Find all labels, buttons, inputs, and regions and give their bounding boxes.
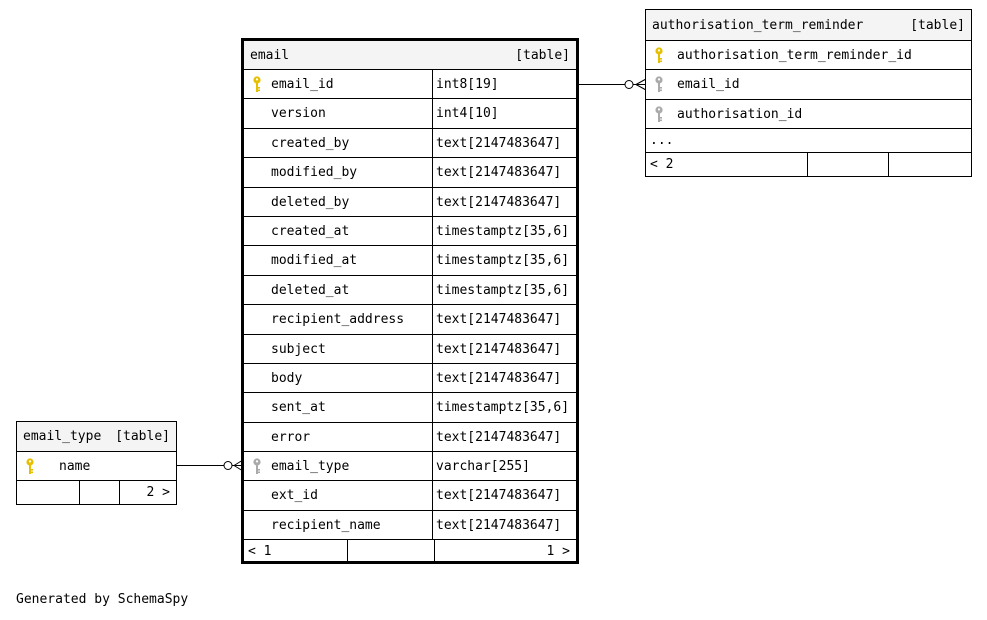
column-type: timestamptz[35,6] — [432, 393, 569, 422]
column-name: deleted_at — [271, 282, 350, 298]
column-name: modified_by — [271, 165, 358, 181]
column-type: int8[19] — [432, 70, 499, 99]
table-row[interactable]: error text[2147483647] — [244, 422, 576, 453]
table-row[interactable]: ext_id text[2147483647] — [244, 481, 576, 511]
column-name: name — [59, 459, 91, 474]
column-type: timestamptz[35,6] — [432, 216, 569, 246]
table-name: email_type — [23, 429, 102, 444]
column-name: error — [271, 429, 311, 445]
footer-cell — [434, 540, 435, 564]
table-row[interactable]: subject text[2147483647] — [244, 334, 576, 364]
more-columns-row: ... — [646, 129, 971, 154]
foreign-key-icon — [655, 76, 663, 93]
primary-key-icon — [253, 76, 261, 92]
column-type: text[2147483647] — [432, 510, 561, 540]
foreign-key-icon — [655, 106, 663, 122]
footer-cell — [807, 153, 808, 177]
footer-cell — [347, 540, 348, 564]
column-type: timestamptz[35,6] — [432, 275, 569, 305]
column-type: int4[10] — [432, 99, 499, 128]
footer-cell — [119, 481, 120, 504]
table-row[interactable]: body text[2147483647] — [244, 363, 576, 394]
table-email-type[interactable]: email_type [table] name 2 > — [16, 421, 177, 505]
primary-key-icon — [26, 458, 34, 474]
table-authorisation-term-reminder[interactable]: authorisation_term_reminder [table] auth… — [645, 9, 972, 177]
primary-key-icon — [655, 47, 663, 63]
column-name: sent_at — [271, 400, 326, 416]
table-header[interactable]: authorisation_term_reminder [table] — [646, 10, 971, 41]
column-type: text[2147483647] — [432, 128, 561, 158]
table-header[interactable]: email [table] — [244, 41, 576, 70]
table-row[interactable]: email_id — [646, 70, 971, 100]
more-columns-indicator: ... — [650, 133, 674, 149]
edge-email-type-to-email — [176, 459, 244, 472]
foreign-key-icon — [253, 458, 261, 475]
column-type: text[2147483647] — [432, 334, 561, 363]
footer-cell — [888, 153, 889, 177]
column-name: version — [271, 106, 326, 122]
table-row[interactable]: version int4[10] — [244, 99, 576, 129]
column-type: text[2147483647] — [432, 363, 561, 393]
column-type: text[2147483647] — [432, 305, 561, 334]
table-row[interactable]: created_by text[2147483647] — [244, 128, 576, 159]
table-row[interactable]: deleted_by text[2147483647] — [244, 187, 576, 217]
table-footer: < 1 1 > — [244, 540, 576, 564]
column-name: email_type — [271, 459, 350, 475]
column-name: subject — [271, 341, 326, 357]
table-row[interactable]: recipient_name text[2147483647] — [244, 510, 576, 541]
column-name: deleted_by — [271, 194, 350, 210]
column-name: body — [271, 370, 303, 386]
table-email[interactable]: email [table] email_id int8[19] version int… — [241, 38, 579, 564]
column-list: name — [17, 452, 176, 481]
generated-by-note: Generated by SchemaSpy — [16, 592, 189, 607]
edge-email-to-authorisation-term-reminder — [578, 78, 647, 91]
column-name: recipient_name — [271, 517, 381, 533]
table-kind: [table] — [115, 429, 170, 444]
table-row[interactable]: deleted_at timestamptz[35,6] — [244, 275, 576, 306]
table-name: email — [250, 48, 290, 63]
table-row[interactable]: email_id int8[19] — [244, 70, 576, 100]
table-row[interactable]: modified_at timestamptz[35,6] — [244, 246, 576, 276]
table-row[interactable]: sent_at timestamptz[35,6] — [244, 393, 576, 423]
children-count[interactable]: 1 > — [546, 544, 570, 560]
table-name: authorisation_term_reminder — [652, 18, 864, 33]
column-type: text[2147483647] — [432, 158, 561, 187]
parents-count[interactable]: < 1 — [248, 544, 272, 560]
table-row[interactable]: name — [17, 452, 176, 481]
column-name: created_at — [271, 223, 350, 239]
table-row[interactable]: recipient_address text[2147483647] — [244, 305, 576, 335]
column-name: ext_id — [271, 488, 318, 504]
column-name: created_by — [271, 135, 350, 151]
column-name: modified_at — [271, 253, 358, 269]
column-type: text[2147483647] — [432, 481, 561, 510]
table-row[interactable]: authorisation_id — [646, 100, 971, 130]
table-kind: [table] — [910, 18, 965, 33]
column-name: email_id — [677, 77, 740, 93]
column-name: authorisation_term_reminder_id — [677, 48, 912, 63]
footer-cell — [79, 481, 80, 504]
column-type: varchar[255] — [432, 452, 530, 481]
table-row[interactable]: email_type varchar[255] — [244, 452, 576, 482]
table-row[interactable]: created_at timestamptz[35,6] — [244, 216, 576, 247]
table-footer: 2 > — [17, 481, 176, 504]
column-type: timestamptz[35,6] — [432, 246, 569, 275]
table-footer: < 2 — [646, 153, 971, 177]
parents-count[interactable]: < 2 — [650, 157, 674, 173]
column-type: text[2147483647] — [432, 187, 561, 216]
table-row[interactable]: authorisation_term_reminder_id — [646, 41, 971, 71]
column-name: authorisation_id — [677, 106, 803, 122]
column-name: email_id — [271, 77, 334, 92]
table-row[interactable]: modified_by text[2147483647] — [244, 158, 576, 188]
children-count[interactable]: 2 > — [146, 485, 170, 500]
table-header[interactable]: email_type [table] — [17, 422, 176, 452]
column-type: text[2147483647] — [432, 422, 561, 452]
column-name: recipient_address — [271, 312, 405, 328]
table-kind: [table] — [515, 48, 570, 63]
